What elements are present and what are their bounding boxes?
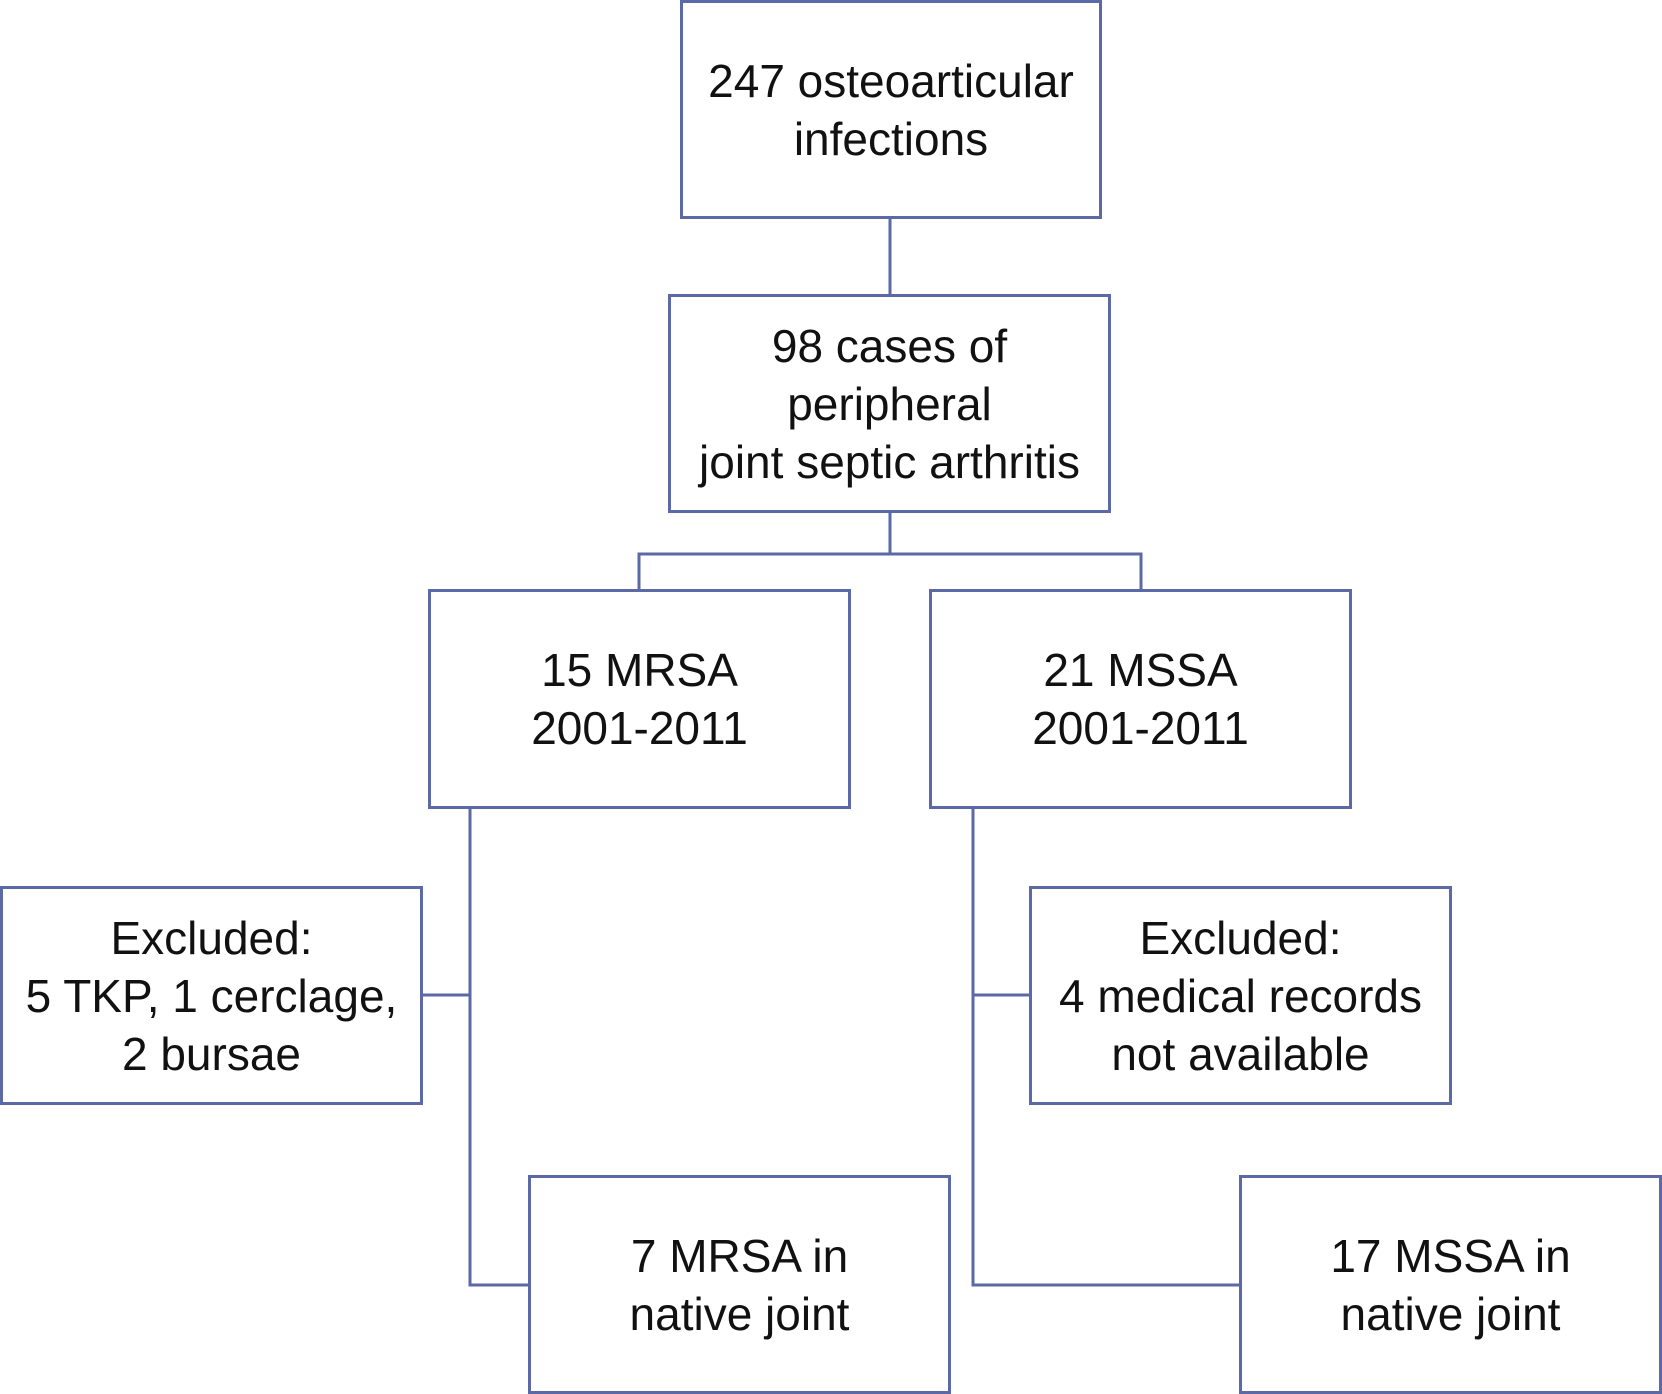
septic-line-3: joint septic arthritis (699, 435, 1080, 488)
mssa-final-line-1: 17 MSSA in (1330, 1229, 1571, 1282)
mrsa-final-line-1: 7 MRSA in (630, 1229, 849, 1282)
mrsa-excluded-line-3: 2 bursae (121, 1027, 301, 1080)
mssa-line-2: 2001-2011 (1032, 702, 1249, 754)
mrsa-excluded-box: Excluded: 5 TKP, 1 cerclage, 2 bursae (0, 886, 423, 1105)
top-line-1: 247 osteoarticular (708, 54, 1074, 107)
septic-line-2: peripheral (787, 377, 992, 430)
mrsa-final-line-2: native joint (629, 1287, 850, 1340)
mssa-final-box: 17 MSSA in native joint (1239, 1175, 1662, 1394)
septic-line-1: 98 cases of (771, 319, 1008, 372)
mssa-line-1: 21 MSSA (1043, 644, 1238, 696)
connector-septic-split (637, 512, 1143, 590)
mssa-final-line-2: native joint (1340, 1287, 1561, 1340)
mrsa-excluded-line-1: Excluded: (110, 911, 313, 964)
mrsa-line-1: 15 MRSA (541, 644, 738, 696)
mssa-excluded-line-1: Excluded: (1139, 911, 1342, 964)
mssa-box: 21 MSSA 2001-2011 (929, 589, 1352, 809)
septic-arthritis-box: 98 cases of peripheral joint septic arth… (668, 294, 1111, 513)
top-line-2: infections (793, 112, 989, 165)
mssa-excluded-box: Excluded: 4 medical records not availabl… (1029, 886, 1452, 1105)
mrsa-final-box: 7 MRSA in native joint (528, 1175, 951, 1394)
top-box: 247 osteoarticular infections (680, 0, 1102, 219)
mssa-excluded-line-2: 4 medical records (1058, 969, 1423, 1022)
connector-mssa-branch (971, 808, 1240, 1287)
connector-mrsa-branch (421, 808, 529, 1287)
mrsa-line-2: 2001-2011 (531, 702, 748, 754)
mssa-excluded-line-3: not available (1111, 1027, 1370, 1080)
mrsa-box: 15 MRSA 2001-2011 (428, 589, 851, 809)
mrsa-excluded-line-2: 5 TKP, 1 cerclage, (25, 969, 398, 1022)
